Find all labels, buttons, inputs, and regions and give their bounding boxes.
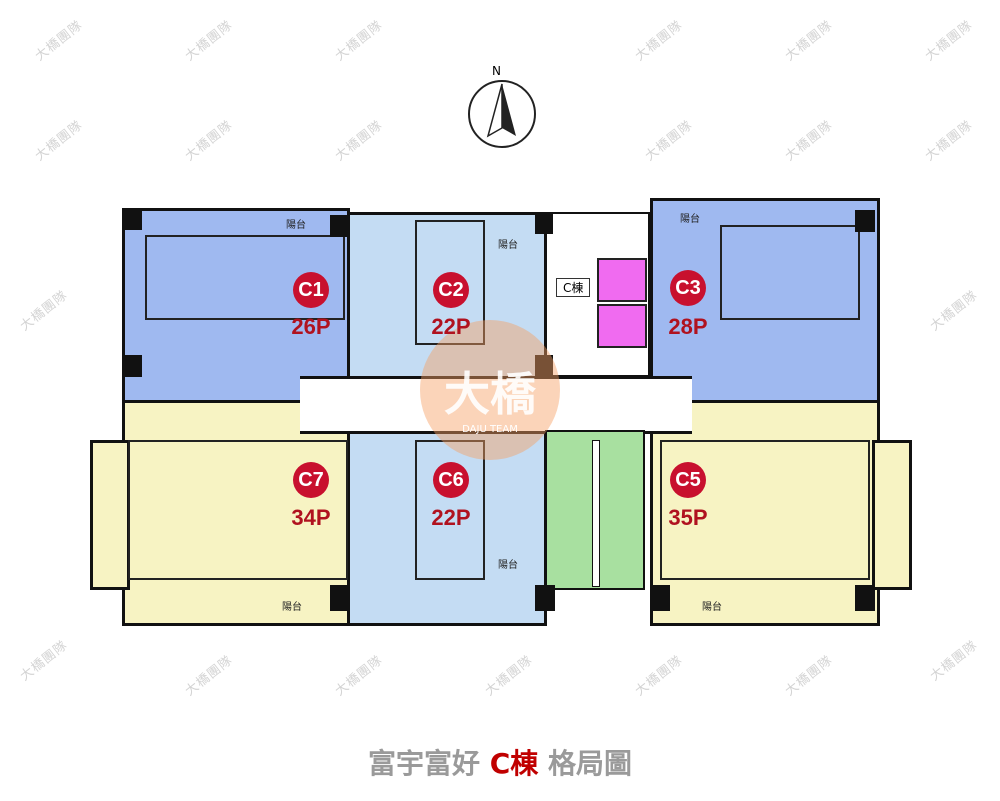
column [535, 212, 553, 234]
stair-divider [592, 440, 600, 587]
unit-badge-c6: C6 [433, 462, 469, 498]
logo-main-text: 大橋 [444, 367, 536, 421]
unit-c7-balcony [90, 440, 130, 590]
elevator-2 [597, 304, 647, 348]
watermark-text: 大橋團隊 [332, 652, 386, 700]
unit-badge-c7: C7 [293, 462, 329, 498]
watermark-text: 大橋團隊 [17, 287, 71, 335]
unit-size-c5: 35P [668, 505, 708, 530]
title-prefix: 富宇富好 [367, 747, 480, 780]
unit-size-c2: 22P [431, 314, 471, 339]
unit-badge-c5: C5 [670, 462, 706, 498]
watermark-text: 大橋團隊 [927, 287, 981, 335]
room [415, 440, 485, 580]
corridor [300, 376, 692, 434]
unit-size-c1: 26P [291, 314, 331, 339]
column [330, 585, 350, 611]
balcony-label: 陽台 [498, 240, 518, 251]
balcony-label: 陽台 [286, 220, 306, 231]
room [415, 220, 485, 345]
watermark-text: 大橋團隊 [32, 117, 86, 165]
column [122, 208, 142, 230]
page-title: 富宇富好 C棟 格局圖 [0, 742, 1000, 782]
unit-badge-c1: C1 [293, 272, 329, 308]
room [660, 440, 870, 580]
unit-size-c6: 22P [431, 505, 471, 530]
title-suffix: 格局圖 [548, 747, 633, 780]
column [855, 585, 875, 611]
watermark-text: 大橋團隊 [782, 117, 836, 165]
watermark-text: 大橋團隊 [17, 637, 71, 685]
watermark-text: 大橋團隊 [482, 652, 536, 700]
column [855, 210, 875, 232]
logo-sub-text: DAJU TEAM [462, 424, 518, 435]
unit-badge-c2: C2 [433, 272, 469, 308]
column [535, 355, 553, 377]
watermark-text: 大橋團隊 [782, 17, 836, 65]
watermark-text: 大橋團隊 [332, 117, 386, 165]
unit-size-c7: 34P [291, 505, 331, 530]
core-label: C棟 [556, 278, 591, 297]
room [128, 440, 348, 580]
column [122, 355, 142, 377]
balcony-label: 陽台 [680, 214, 700, 225]
balcony-label: 陽台 [282, 602, 302, 613]
column [330, 215, 348, 237]
unit-c5-balcony [872, 440, 912, 590]
room [145, 235, 345, 320]
watermark-text: 大橋團隊 [922, 117, 976, 165]
room [720, 225, 860, 320]
compass-icon [468, 80, 536, 148]
north-label: N [492, 64, 501, 78]
unit-badge-c3: C3 [670, 270, 706, 306]
column [535, 585, 555, 611]
watermark-text: 大橋團隊 [182, 17, 236, 65]
watermark-text: 大橋團隊 [922, 17, 976, 65]
watermark-text: 大橋團隊 [182, 117, 236, 165]
watermark-text: 大橋團隊 [782, 652, 836, 700]
elevator-1 [597, 258, 647, 302]
watermark-text: 大橋團隊 [927, 637, 981, 685]
column [650, 585, 670, 611]
title-building: C棟 [489, 747, 539, 780]
daju-logo-watermark: 大橋 DAJU TEAM [420, 320, 560, 460]
balcony-label: 陽台 [702, 602, 722, 613]
unit-c6-area [347, 428, 547, 626]
watermark-text: 大橋團隊 [332, 17, 386, 65]
watermark-text: 大橋團隊 [182, 652, 236, 700]
watermark-text: 大橋團隊 [632, 17, 686, 65]
watermark-text: 大橋團隊 [632, 652, 686, 700]
unit-size-c3: 28P [668, 314, 708, 339]
unit-c5-area [650, 400, 880, 626]
balcony-label: 陽台 [498, 560, 518, 571]
watermark-text: 大橋團隊 [32, 17, 86, 65]
watermark-text: 大橋團隊 [642, 117, 696, 165]
